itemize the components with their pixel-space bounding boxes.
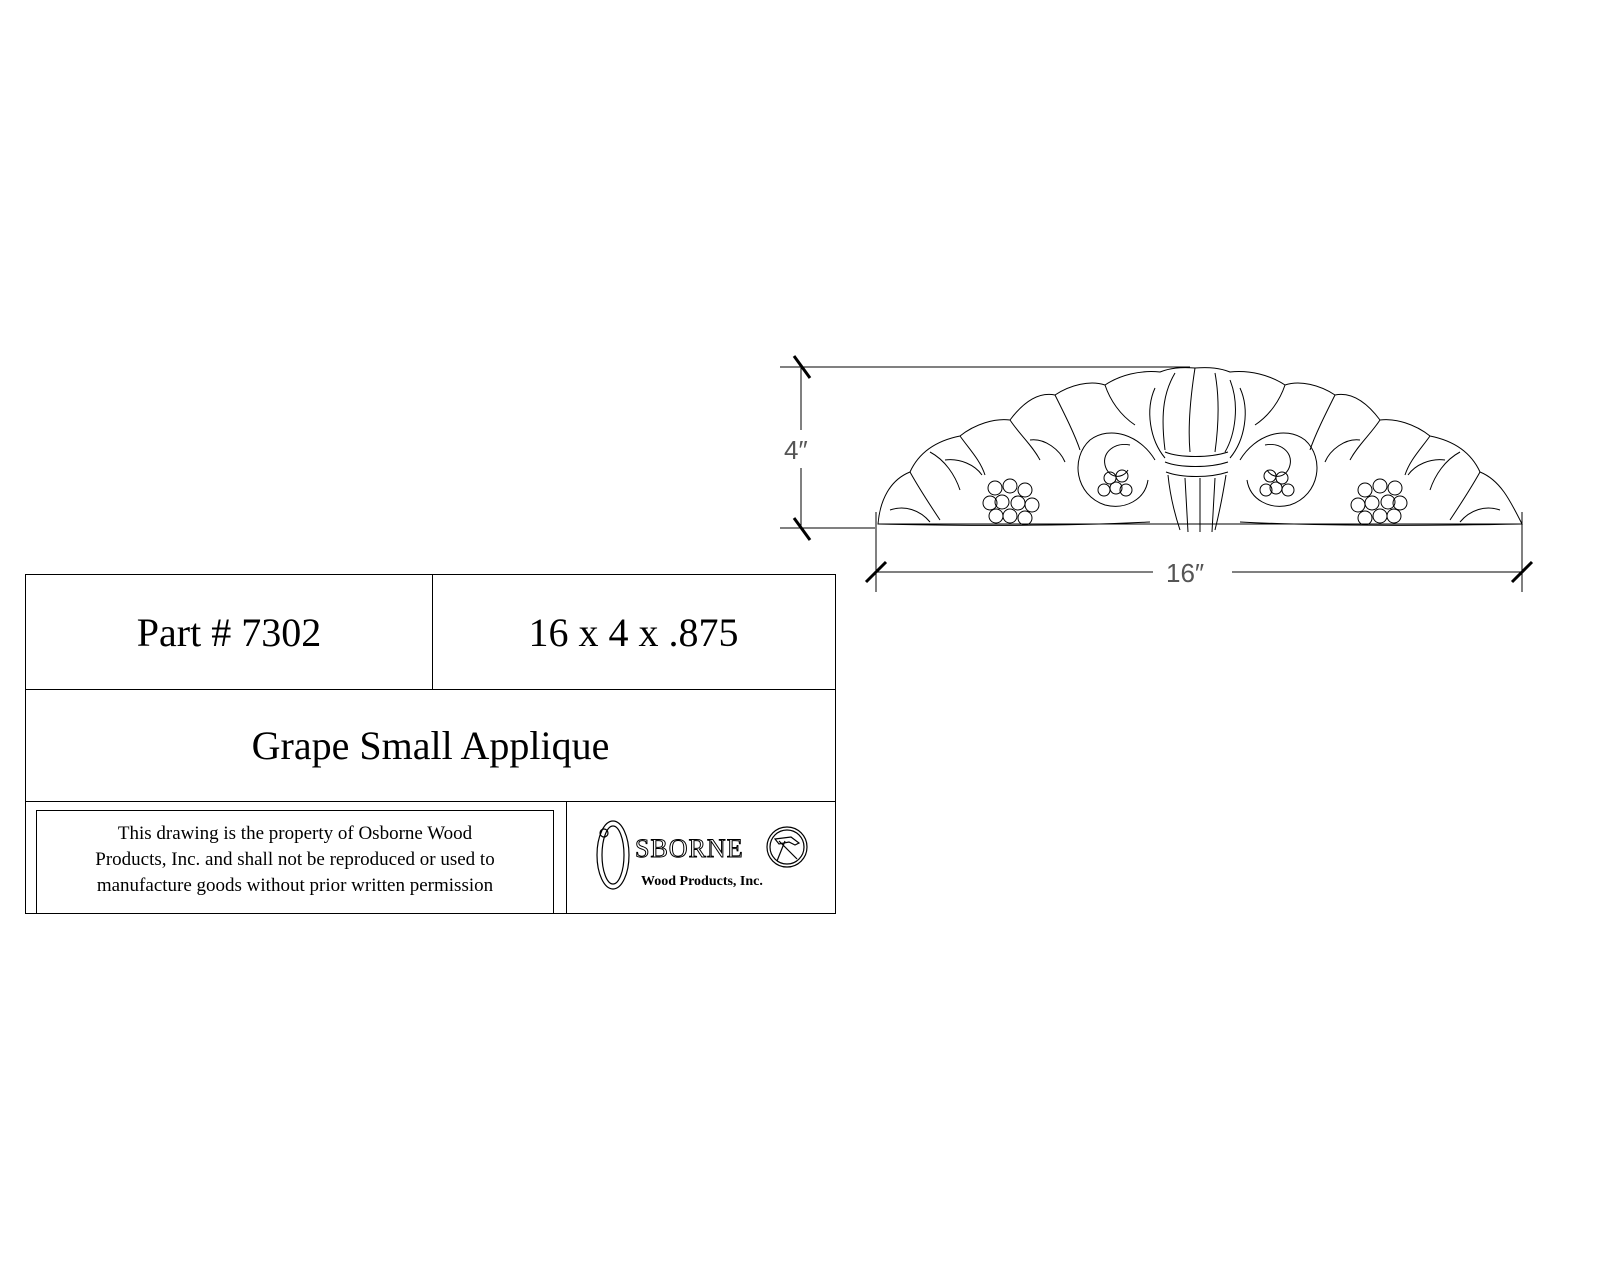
logo-initial-o bbox=[595, 820, 630, 890]
applique-drawing: 4″ 16″ bbox=[780, 355, 1534, 592]
part-number: Part # 7302 bbox=[26, 575, 433, 689]
osborne-logo: SBORNE Wood Products, Inc. bbox=[595, 820, 808, 890]
height-dimension-label: 4″ bbox=[784, 435, 808, 465]
logo-subtitle: Wood Products, Inc. bbox=[641, 874, 763, 889]
part-dimensions: 16 x 4 x .875 bbox=[528, 609, 739, 655]
width-dimension bbox=[864, 512, 1534, 592]
title-block-footer-row: This drawing is the property of Osborne … bbox=[26, 801, 835, 914]
technical-drawing: 4″ 16″ bbox=[770, 340, 1570, 610]
notice-line: Products, Inc. and shall not be reproduc… bbox=[95, 849, 495, 870]
width-dimension-label: 16″ bbox=[1166, 558, 1204, 588]
hammer-icon bbox=[765, 826, 808, 868]
logo-wordmark: SBORNE bbox=[635, 834, 744, 863]
notice-line: This drawing is the property of Osborne … bbox=[117, 823, 473, 844]
product-name: Grape Small Applique bbox=[26, 689, 835, 802]
title-block-header-row: Part # 7302 16 x 4 x .875 bbox=[26, 575, 835, 690]
notice-line: manufacture goods without prior written … bbox=[96, 875, 494, 896]
title-block: Part # 7302 16 x 4 x .875 Grape Small Ap… bbox=[25, 574, 836, 914]
copyright-notice-cell: This drawing is the property of Osborne … bbox=[26, 801, 567, 914]
company-logo: SBORNE Wood Products, Inc. bbox=[566, 801, 835, 913]
height-dimension bbox=[780, 355, 1190, 541]
copyright-notice: This drawing is the property of Osborne … bbox=[36, 810, 554, 914]
grape-applique-outline bbox=[877, 367, 1523, 533]
